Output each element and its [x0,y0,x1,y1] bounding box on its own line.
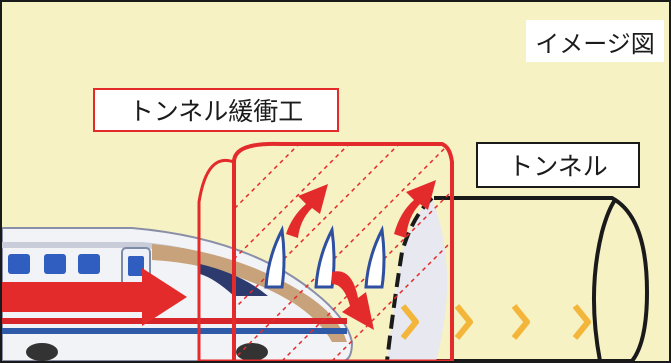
train-door-window [128,256,144,276]
hood-outline [232,141,454,361]
tunnel-buffer-label-text: トンネル緩衝工 [128,97,304,126]
tunnel-portal-face [387,198,448,361]
train-wheel [26,343,58,361]
tunnel-outline [400,196,650,361]
chevron-1 [400,304,419,340]
arrow-down-1 [332,271,374,330]
arrow-up-2 [394,180,436,238]
air-flow-chevrons [400,304,591,340]
hood-front-rim [197,159,235,361]
tunnel-body [385,196,650,361]
tunnel-label: トンネル [476,142,640,188]
tunnel-portal-dashed-edge [385,196,434,361]
chevron-2 [454,304,473,340]
image-caption: イメージ図 [526,20,664,62]
chevron-3 [511,304,530,340]
train-wheel [236,343,268,361]
vent-opening [314,225,336,289]
hood-vents [264,225,386,289]
tunnel-buffer-label: トンネル緩衝工 [93,88,339,132]
chevron-4 [572,304,591,340]
tunnel-exit-rim [592,198,617,361]
tunnel-label-text: トンネル [508,152,608,181]
vent-opening [364,225,386,289]
train-direction-arrow [2,268,187,326]
arrow-up-1 [286,184,328,238]
pressure-arrows [286,180,436,330]
vent-opening [264,225,286,289]
image-caption-text: イメージ図 [535,29,655,58]
train-blue-stripe [2,328,347,334]
train-red-stripe [2,318,347,324]
train-windows [8,254,100,274]
